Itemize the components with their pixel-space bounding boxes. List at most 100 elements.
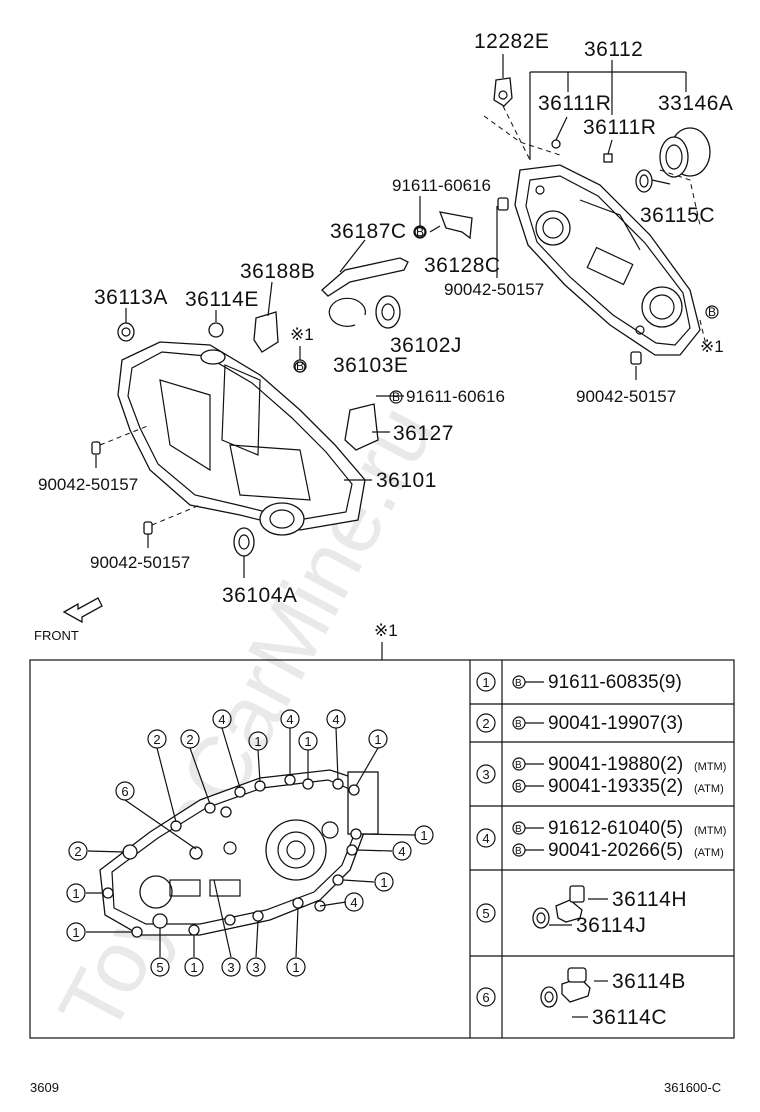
bolt-marker-2: 2 — [68, 841, 88, 861]
bolt-marker-4: 4 — [280, 709, 300, 729]
svg-text:B: B — [515, 678, 522, 689]
transfer-case-36101 — [91, 341, 366, 557]
svg-text:4: 4 — [286, 712, 293, 727]
row-number: 6 — [482, 990, 489, 1005]
footer-right: 361600-C — [664, 1080, 721, 1095]
svg-text:1: 1 — [292, 960, 299, 975]
callout-12282E: 12282E — [474, 30, 549, 53]
b-symbol-icon: B — [512, 716, 526, 730]
callout-90042-50157-left2: 90042-50157 — [90, 553, 190, 572]
bolt-marker-4: 4 — [326, 709, 346, 729]
callout-36127: 36127 — [393, 422, 454, 445]
svg-text:B: B — [515, 760, 522, 771]
bolt-table-row: 5 36114H 36114J — [476, 888, 687, 937]
callout-36104A: 36104A — [222, 584, 297, 607]
bolt-marker-1: 1 — [66, 883, 86, 903]
svg-text:1: 1 — [374, 732, 381, 747]
callout-90042-50157-right: 90042-50157 — [576, 387, 676, 406]
callout-36115C: 36115C — [640, 204, 715, 227]
bolt-marker-1: 1 — [66, 922, 86, 942]
svg-text:1: 1 — [304, 734, 311, 749]
front-label: FRONT — [34, 628, 79, 643]
b-symbol-icon: B — [512, 779, 526, 793]
front-arrow-icon — [62, 597, 103, 624]
svg-text:1: 1 — [190, 960, 197, 975]
plug-part-number: 36114B — [612, 970, 686, 993]
ref1-mark-b: ※1 — [700, 337, 724, 356]
plug-part-number: 36114H — [612, 888, 687, 911]
footer-left: 3609 — [30, 1080, 59, 1095]
svg-text:3: 3 — [227, 960, 234, 975]
plug-36114B-icon — [540, 967, 591, 1008]
callout-90042-50157-top: 90042-50157 — [444, 280, 544, 299]
callout-36114E: 36114E — [185, 288, 259, 311]
bolt-table-row: 1 B 91611-60835(9) — [476, 672, 682, 693]
bolt-part-number: 91611-60835(9) — [548, 672, 682, 693]
svg-text:4: 4 — [350, 895, 357, 910]
callout-90042-50157-left1: 90042-50157 — [38, 475, 138, 494]
bolt-note: (ATM) — [694, 847, 724, 859]
bolt-marker-1: 1 — [298, 731, 318, 751]
bolt-marker-4: 4 — [392, 841, 412, 861]
bolt-marker-1: 1 — [184, 957, 204, 977]
bolt-marker-5: 5 — [150, 957, 170, 977]
svg-text:B: B — [515, 719, 522, 730]
plug-36114H-icon — [532, 885, 585, 929]
row-number: 1 — [482, 675, 489, 690]
bolt-marker-4: 4 — [212, 709, 232, 729]
bolt-marker-1: 1 — [368, 729, 388, 749]
bolt-part-number: 90041-19907(3) — [548, 713, 683, 734]
svg-text:6: 6 — [121, 784, 128, 799]
bolt-marker-3: 3 — [221, 957, 241, 977]
svg-text:1: 1 — [420, 828, 427, 843]
svg-text:4: 4 — [398, 844, 405, 859]
svg-text:1: 1 — [72, 925, 79, 940]
svg-text:B: B — [708, 305, 716, 319]
bolt-marker-1: 1 — [248, 731, 268, 751]
bolt-marker-2: 2 — [147, 729, 167, 749]
callout-36101: 36101 — [376, 469, 437, 492]
svg-text:B: B — [392, 390, 400, 404]
svg-text:B: B — [296, 359, 304, 373]
svg-text:5: 5 — [156, 960, 163, 975]
middle-parts — [117, 211, 473, 451]
bolt-marker-1: 1 — [286, 957, 306, 977]
row-number: 4 — [482, 831, 489, 846]
svg-text:B: B — [416, 225, 424, 239]
svg-text:2: 2 — [153, 732, 160, 747]
bolt-note: (MTM) — [694, 825, 726, 837]
svg-text:4: 4 — [218, 712, 225, 727]
row-number: 5 — [482, 906, 489, 921]
bolt-marker-1: 1 — [414, 825, 434, 845]
svg-text:2: 2 — [74, 844, 81, 859]
bolt-marker-2: 2 — [180, 729, 200, 749]
svg-text:B: B — [515, 824, 522, 835]
callout-91611-60616-mid: 91611-60616 — [406, 387, 505, 406]
bolt-marker-3: 3 — [246, 957, 266, 977]
svg-text:2: 2 — [186, 732, 193, 747]
bolt-marker-1: 1 — [374, 872, 394, 892]
bolt-marker-4: 4 — [344, 892, 364, 912]
plug-part-number: 36114J — [576, 914, 646, 937]
callout-36111R-b: 36111R — [583, 116, 656, 139]
bolt-part-number: 90041-19880(2) — [548, 754, 683, 775]
svg-text:1: 1 — [72, 886, 79, 901]
svg-text:B: B — [515, 846, 522, 857]
b-symbol-icon: B — [512, 757, 526, 771]
bolt-marker-6: 6 — [115, 781, 135, 801]
row-number: 2 — [482, 716, 489, 731]
bolt-note: (ATM) — [694, 783, 724, 795]
svg-text:1: 1 — [254, 734, 261, 749]
callout-36187C: 36187C — [330, 220, 407, 243]
callout-36113A: 36113A — [94, 286, 168, 309]
svg-text:B: B — [515, 782, 522, 793]
callout-91611-60616-top: 91611-60616 — [392, 176, 491, 195]
rear-cover-assembly — [483, 77, 711, 365]
callout-36111R-a: 36111R — [538, 92, 611, 115]
callout-36103E: 36103E — [333, 354, 408, 377]
